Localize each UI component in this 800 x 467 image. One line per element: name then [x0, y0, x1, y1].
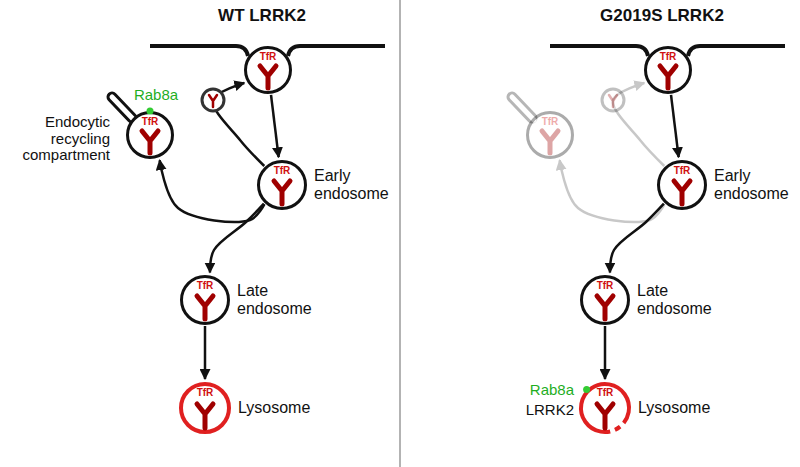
- vesicle-outline: [202, 89, 224, 111]
- protein-label: LRRK2: [526, 402, 574, 419]
- receptor-label: TfR: [197, 280, 214, 291]
- rab8a-mark: [147, 108, 154, 115]
- transport-arrow: [210, 204, 264, 273]
- compartment-label: Late endosome: [237, 282, 319, 317]
- compartment-label: Early endosome: [314, 167, 396, 202]
- receptor-label: TfR: [597, 280, 614, 291]
- vesicle-node: TfR: [244, 46, 292, 94]
- compartment-label: Late endosome: [637, 282, 719, 317]
- vesicle-node: TfREarly endosome: [657, 160, 707, 210]
- receptor-symbol: [197, 296, 213, 319]
- panel-heading: G2019S LRRK2: [600, 6, 724, 26]
- protein-label: Rab8a: [530, 382, 574, 399]
- receptor-label: TfR: [542, 116, 559, 127]
- vesicle-node: TfREarly endosome: [257, 160, 307, 210]
- receptor-symbol: [597, 296, 613, 319]
- receptor-symbol: [674, 181, 690, 204]
- transport-arrow: [271, 95, 279, 157]
- receptor-symbol: [197, 404, 213, 428]
- receptor-label: TfR: [274, 165, 291, 176]
- vesicle-node: Rab8aTfREndocytic recycling compartment: [126, 111, 174, 159]
- receptor-symbol: [609, 95, 617, 107]
- membrane-ring: [182, 277, 229, 324]
- panel-divider: [399, 0, 401, 467]
- membrane-ring: [659, 162, 706, 209]
- receptor-symbol: [542, 131, 558, 153]
- transport-arrow: [604, 326, 607, 379]
- faded-tubule: [512, 97, 534, 120]
- compartment-label: Lysosome: [238, 399, 310, 417]
- plasma-membrane: [288, 46, 385, 56]
- receptor-symbol: [597, 404, 613, 428]
- vesicle-node: TfRLysosome: [179, 382, 231, 434]
- transport-arrow: [671, 95, 679, 157]
- membrane-ring: [528, 113, 573, 158]
- recycling-vesicle: [202, 89, 224, 111]
- receptor-label: TfR: [674, 165, 691, 176]
- panel-heading: WT LRRK2: [218, 6, 306, 26]
- receptor-label: TfR: [660, 51, 677, 62]
- receptor-symbol: [260, 66, 276, 88]
- vesicle-outline: [602, 89, 624, 111]
- membrane-ring: [577, 380, 633, 436]
- transport-arrow: [204, 326, 207, 379]
- transport-arrow: [610, 204, 664, 273]
- receptor-symbol: [209, 95, 217, 107]
- recycling-tubule: [512, 97, 534, 120]
- receptor-label: TfR: [260, 51, 277, 62]
- recycling-tubule: [112, 97, 134, 120]
- receptor-label: TfR: [597, 387, 614, 398]
- vesicle-node: TfRRab8aLRRK2Lysosome: [579, 382, 631, 434]
- plasma-membrane: [150, 46, 248, 56]
- membrane-ring: [128, 113, 173, 158]
- compartment-label: Endocytic recycling compartment: [5, 114, 110, 164]
- plasma-membrane: [550, 46, 648, 56]
- receptor-symbol: [660, 66, 676, 88]
- membrane-ring: [259, 162, 306, 209]
- rab8a-mark: [583, 386, 590, 393]
- compartment-label: Early endosome: [714, 167, 796, 202]
- transport-arrow: [560, 160, 665, 222]
- vesicle-node: TfRLate endosome: [580, 275, 630, 325]
- receptor-symbol: [142, 131, 158, 153]
- vesicle-node: TfRLate endosome: [180, 275, 230, 325]
- membrane-ring: [646, 48, 691, 93]
- transport-arrow: [160, 160, 265, 222]
- receptor-label: TfR: [142, 116, 159, 127]
- plasma-membrane: [688, 46, 785, 56]
- vesicle-node: TfR: [644, 46, 692, 94]
- membrane-ring: [582, 277, 629, 324]
- membrane-ring: [181, 384, 229, 432]
- protein-label: Rab8a: [134, 87, 178, 104]
- compartment-label: Lysosome: [638, 399, 710, 417]
- receptor-symbol: [274, 181, 290, 204]
- recycling-vesicle: [602, 89, 624, 111]
- receptor-label: TfR: [197, 387, 214, 398]
- membrane-ring: [246, 48, 291, 93]
- vesicle-node: TfR: [526, 111, 574, 159]
